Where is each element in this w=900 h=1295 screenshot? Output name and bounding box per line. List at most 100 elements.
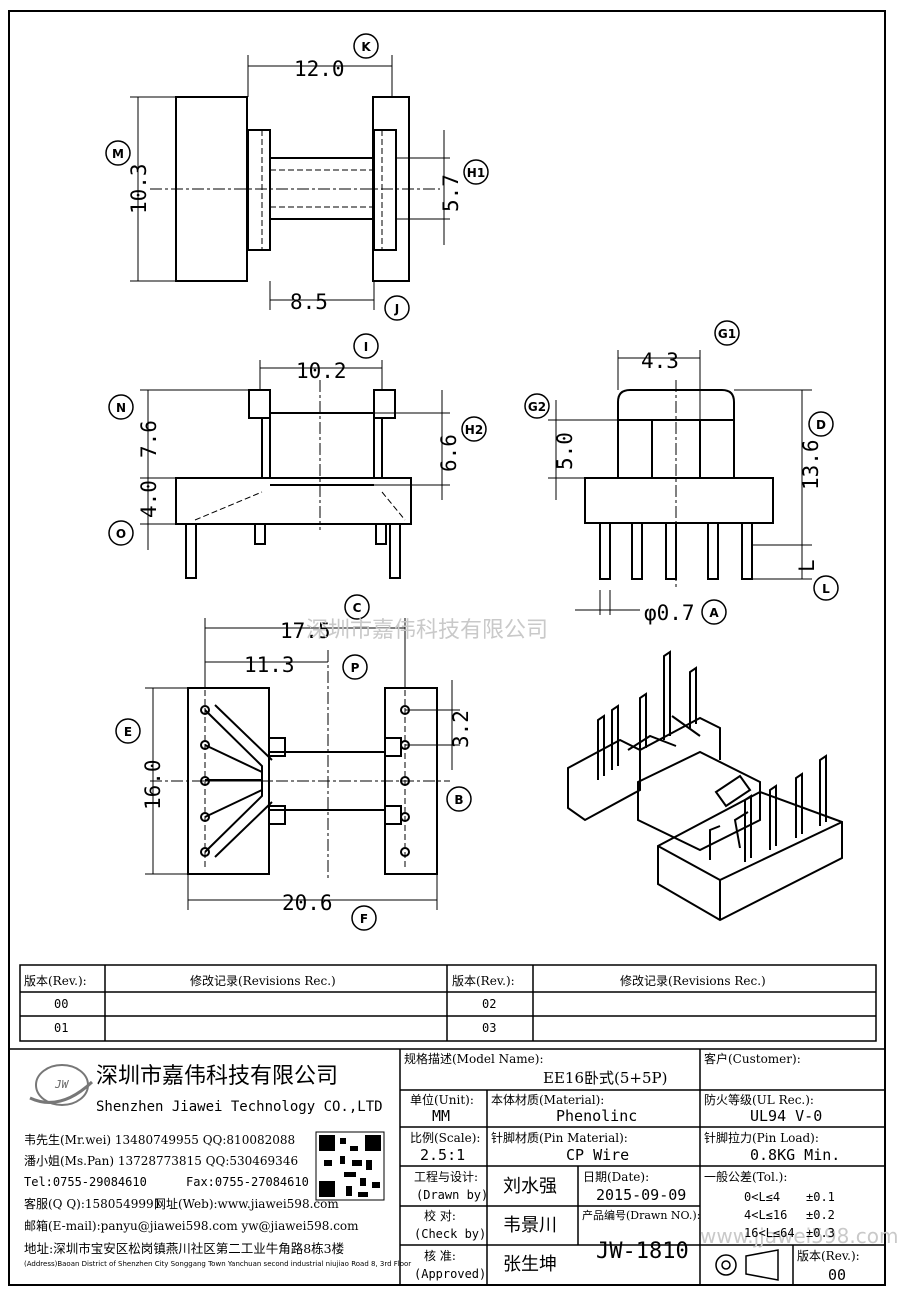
svg-text:G1: G1 bbox=[718, 327, 736, 341]
address-en: (Address)Baoan District of Shenzhen City… bbox=[24, 1260, 412, 1268]
contact-web: 网址(Web):www.jiawei598.com bbox=[154, 1197, 339, 1211]
contact-fax: Fax:0755-27084610 bbox=[186, 1175, 309, 1189]
bubble-f: F bbox=[351, 905, 377, 931]
svg-text:D: D bbox=[816, 418, 826, 432]
svg-text:A: A bbox=[709, 606, 719, 620]
scale-value: 2.5:1 bbox=[420, 1146, 466, 1164]
dim-plan-overall: 17.5 bbox=[280, 619, 331, 643]
svg-text:H2: H2 bbox=[465, 423, 483, 437]
svg-text:N: N bbox=[116, 401, 126, 415]
logo-text: JW bbox=[55, 1078, 69, 1091]
ul-value: UL94 V-0 bbox=[750, 1107, 823, 1125]
dim-top-width: 12.0 bbox=[294, 57, 345, 81]
bubble-k: K bbox=[353, 33, 379, 59]
svg-text:K: K bbox=[361, 40, 371, 54]
svg-text:M: M bbox=[112, 147, 124, 161]
watermark-url: www.jjawei598.com bbox=[700, 1224, 899, 1248]
tol-value-1: ±0.1 bbox=[806, 1190, 835, 1204]
contact-wei: 韦先生(Mr.wei) 13480749955 QQ:810082088 bbox=[24, 1133, 296, 1147]
bubble-g2: G2 bbox=[524, 393, 550, 419]
rev-value-block: 00 bbox=[828, 1266, 847, 1284]
model-value: EE16卧式(5+5P) bbox=[543, 1069, 668, 1087]
bubble-i: I bbox=[353, 333, 379, 359]
dim-side-g2: 5.0 bbox=[553, 432, 577, 470]
bubble-e: E bbox=[115, 718, 141, 744]
front-view bbox=[140, 360, 450, 579]
rev-row-01: 01 bbox=[54, 1021, 69, 1035]
material-value: Phenolinc bbox=[556, 1107, 638, 1125]
projection-symbol bbox=[715, 1249, 779, 1281]
bubble-b: B bbox=[446, 786, 472, 812]
top-view bbox=[130, 55, 450, 310]
drawn-no-value: JW-1810 bbox=[596, 1239, 689, 1264]
rev-label-block: 版本(Rev.): bbox=[797, 1249, 860, 1263]
bubble-h1: H1 bbox=[463, 159, 489, 185]
pin-load-value: 0.8KG Min. bbox=[750, 1146, 841, 1164]
pin-material-value: CP Wire bbox=[566, 1146, 630, 1164]
approved-value: 张生坤 bbox=[503, 1254, 557, 1275]
rec-header-right: 修改记录(Revisions Rec.) bbox=[620, 974, 766, 988]
bubble-h2: H2 bbox=[461, 416, 487, 442]
svg-text:O: O bbox=[116, 527, 126, 541]
rev-row-02: 02 bbox=[482, 997, 497, 1011]
tol-range-1: 0<L≤4 bbox=[744, 1190, 781, 1204]
dim-pin-dia: φ0.7 bbox=[644, 601, 695, 625]
date-label: 日期(Date): bbox=[583, 1170, 650, 1184]
approved-label-en: (Approved) bbox=[414, 1267, 487, 1281]
unit-label: 单位(Unit): bbox=[410, 1093, 474, 1107]
side-view bbox=[548, 350, 812, 615]
contact-email: 邮箱(E-mail):panyu@jiawei598.com yw@jiawei… bbox=[24, 1219, 359, 1233]
bubble-c: C bbox=[344, 594, 370, 620]
dim-plan-width: 20.6 bbox=[282, 891, 333, 915]
dim-front-upper: 7.6 bbox=[137, 420, 161, 458]
scale-label: 比例(Scale): bbox=[410, 1131, 481, 1145]
bubble-p: P bbox=[342, 654, 368, 680]
ul-label: 防火等级(UL Rec.): bbox=[704, 1093, 814, 1107]
company-name-cn: 深圳市嘉伟科技有限公司 bbox=[96, 1064, 339, 1089]
bubble-a: A bbox=[701, 599, 727, 625]
dim-plan-height: 16.0 bbox=[141, 759, 165, 810]
customer-label: 客户(Customer): bbox=[704, 1052, 801, 1066]
rev-row-03: 03 bbox=[482, 1021, 497, 1035]
title-block-lines bbox=[10, 1048, 886, 1286]
dimension-texts: 12.0 10.3 5.7 8.5 10.2 7.6 4.0 6.6 4.3 5… bbox=[127, 57, 823, 915]
rev-header-left: 版本(Rev.): bbox=[24, 974, 87, 988]
dim-front-lower: 4.0 bbox=[137, 480, 161, 518]
drawing-sheet bbox=[8, 10, 886, 1286]
contact-pan: 潘小姐(Ms.Pan) 13728773815 QQ:530469346 bbox=[24, 1154, 299, 1168]
svg-text:C: C bbox=[353, 601, 362, 615]
plan-view bbox=[145, 618, 460, 910]
svg-text:F: F bbox=[360, 912, 368, 926]
svg-text:H1: H1 bbox=[467, 166, 485, 180]
rev-header-right: 版本(Rev.): bbox=[452, 974, 515, 988]
watermark-text: 深圳市嘉伟科技有限公司 bbox=[306, 618, 549, 643]
tol-range-3: 16<L≤64 bbox=[744, 1226, 795, 1240]
dim-front-inner: 6.6 bbox=[437, 434, 461, 472]
tol-range-2: 4<L≤16 bbox=[744, 1208, 788, 1222]
revision-table bbox=[19, 964, 877, 1042]
unit-value: MM bbox=[432, 1107, 451, 1125]
dim-side-l: L bbox=[795, 559, 819, 572]
dim-plan-pitch: 3.2 bbox=[449, 710, 473, 748]
svg-text:G2: G2 bbox=[528, 400, 546, 414]
bubble-o: O bbox=[108, 520, 134, 546]
address-cn: 地址:深圳市宝安区松岗镇燕川社区第二工业牛角路8栋3楼 bbox=[24, 1241, 345, 1256]
drawn-no-label: 产品编号(Drawn NO.): bbox=[582, 1209, 701, 1222]
isometric-view bbox=[567, 650, 843, 922]
bubble-n: N bbox=[108, 394, 134, 420]
svg-text:B: B bbox=[454, 793, 463, 807]
svg-text:P: P bbox=[351, 661, 360, 675]
date-value: 2015-09-09 bbox=[596, 1186, 687, 1204]
svg-text:E: E bbox=[124, 725, 132, 739]
contact-tel: Tel:0755-29084610 bbox=[24, 1175, 147, 1189]
dim-top-bottom: 8.5 bbox=[290, 290, 328, 314]
bubble-m: M bbox=[105, 140, 131, 166]
check-label-en: (Check by) bbox=[414, 1227, 487, 1241]
tol-label: 一般公差(Tol.): bbox=[704, 1170, 788, 1184]
approved-label: 核 准: bbox=[424, 1249, 456, 1263]
callout-bubbles: K M H1 J I N H2 O G1 G2 D L A C P E B F bbox=[105, 33, 839, 931]
bubble-d: D bbox=[808, 411, 834, 437]
tol-value-2: ±0.2 bbox=[806, 1208, 835, 1222]
